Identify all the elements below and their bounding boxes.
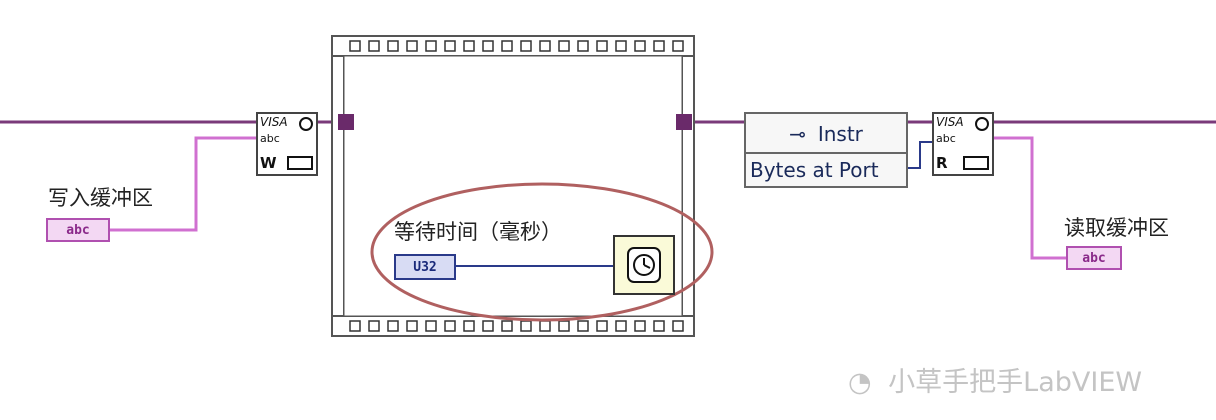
film-hole	[520, 40, 532, 52]
highlight-ellipse	[370, 182, 714, 322]
read-buffer-indicator[interactable]: abc	[1066, 246, 1122, 270]
film-hole	[501, 40, 513, 52]
film-hole	[634, 320, 646, 332]
property-node[interactable]: ⊸ Instr Bytes at Port	[744, 112, 908, 188]
visa-write-function[interactable]: VISA abc W	[256, 112, 318, 176]
film-hole	[653, 40, 665, 52]
film-hole	[463, 40, 475, 52]
property-class-name: Instr	[817, 122, 863, 146]
property-divider	[746, 152, 906, 154]
film-hole	[596, 320, 608, 332]
input-tunnel[interactable]	[338, 114, 354, 130]
film-hole	[368, 40, 380, 52]
film-hole	[539, 320, 551, 332]
film-hole	[349, 40, 361, 52]
film-hole	[672, 40, 684, 52]
vi-title: VISA	[260, 115, 288, 129]
clock-icon	[975, 117, 989, 131]
write-string-wire[interactable]	[110, 136, 258, 232]
film-hole	[558, 320, 570, 332]
byte-count-wire[interactable]	[908, 141, 932, 169]
wait-ms-function[interactable]	[613, 235, 675, 295]
io-icon	[287, 156, 313, 170]
property-item-row[interactable]: Bytes at Port	[746, 154, 906, 186]
io-icon	[963, 156, 989, 170]
vi-mode: R	[936, 154, 948, 172]
read-string-wire[interactable]	[994, 136, 1066, 260]
visa-read-function[interactable]: VISA abc R	[932, 112, 994, 176]
film-hole	[463, 320, 475, 332]
film-hole	[672, 320, 684, 332]
watermark: ◔ 小草手把手LabVIEW	[848, 360, 1142, 399]
film-hole	[387, 320, 399, 332]
clock-icon	[299, 117, 313, 131]
film-hole	[653, 320, 665, 332]
film-hole	[406, 320, 418, 332]
film-hole	[349, 320, 361, 332]
wechat-icon: ◔	[848, 367, 872, 398]
write-buffer-constant[interactable]: abc	[46, 218, 110, 242]
film-hole	[577, 40, 589, 52]
film-hole	[444, 320, 456, 332]
film-hole	[425, 40, 437, 52]
property-class-row[interactable]: ⊸ Instr	[746, 118, 906, 150]
film-hole	[615, 320, 627, 332]
film-hole	[596, 40, 608, 52]
film-hole	[482, 40, 494, 52]
constant-type: U32	[413, 259, 437, 275]
wait-time-constant[interactable]: U32	[394, 254, 456, 280]
output-tunnel[interactable]	[676, 114, 692, 130]
film-hole	[558, 40, 570, 52]
film-hole	[577, 320, 589, 332]
frame-film-holes-bottom	[349, 320, 684, 332]
film-hole	[634, 40, 646, 52]
film-hole	[444, 40, 456, 52]
film-hole	[368, 320, 380, 332]
vi-title: VISA	[936, 115, 964, 129]
property-name: Bytes at Port	[750, 158, 879, 182]
indicator-text: abc	[1082, 250, 1106, 266]
vi-mode: W	[260, 154, 277, 172]
film-hole	[406, 40, 418, 52]
film-hole	[539, 40, 551, 52]
film-hole	[501, 320, 513, 332]
film-hole	[615, 40, 627, 52]
constant-text: abc	[66, 222, 90, 238]
key-icon: ⊸	[789, 122, 806, 146]
film-hole	[425, 320, 437, 332]
vi-sub: abc	[260, 132, 280, 145]
film-hole	[482, 320, 494, 332]
watermark-text: 小草手把手LabVIEW	[888, 367, 1143, 398]
read-buffer-label: 读取缓冲区	[1064, 216, 1169, 240]
film-hole	[520, 320, 532, 332]
write-buffer-label: 写入缓冲区	[48, 186, 153, 210]
frame-film-holes-top	[349, 40, 684, 52]
vi-sub: abc	[936, 132, 956, 145]
wait-time-label: 等待时间（毫秒）	[394, 220, 562, 244]
film-hole	[387, 40, 399, 52]
